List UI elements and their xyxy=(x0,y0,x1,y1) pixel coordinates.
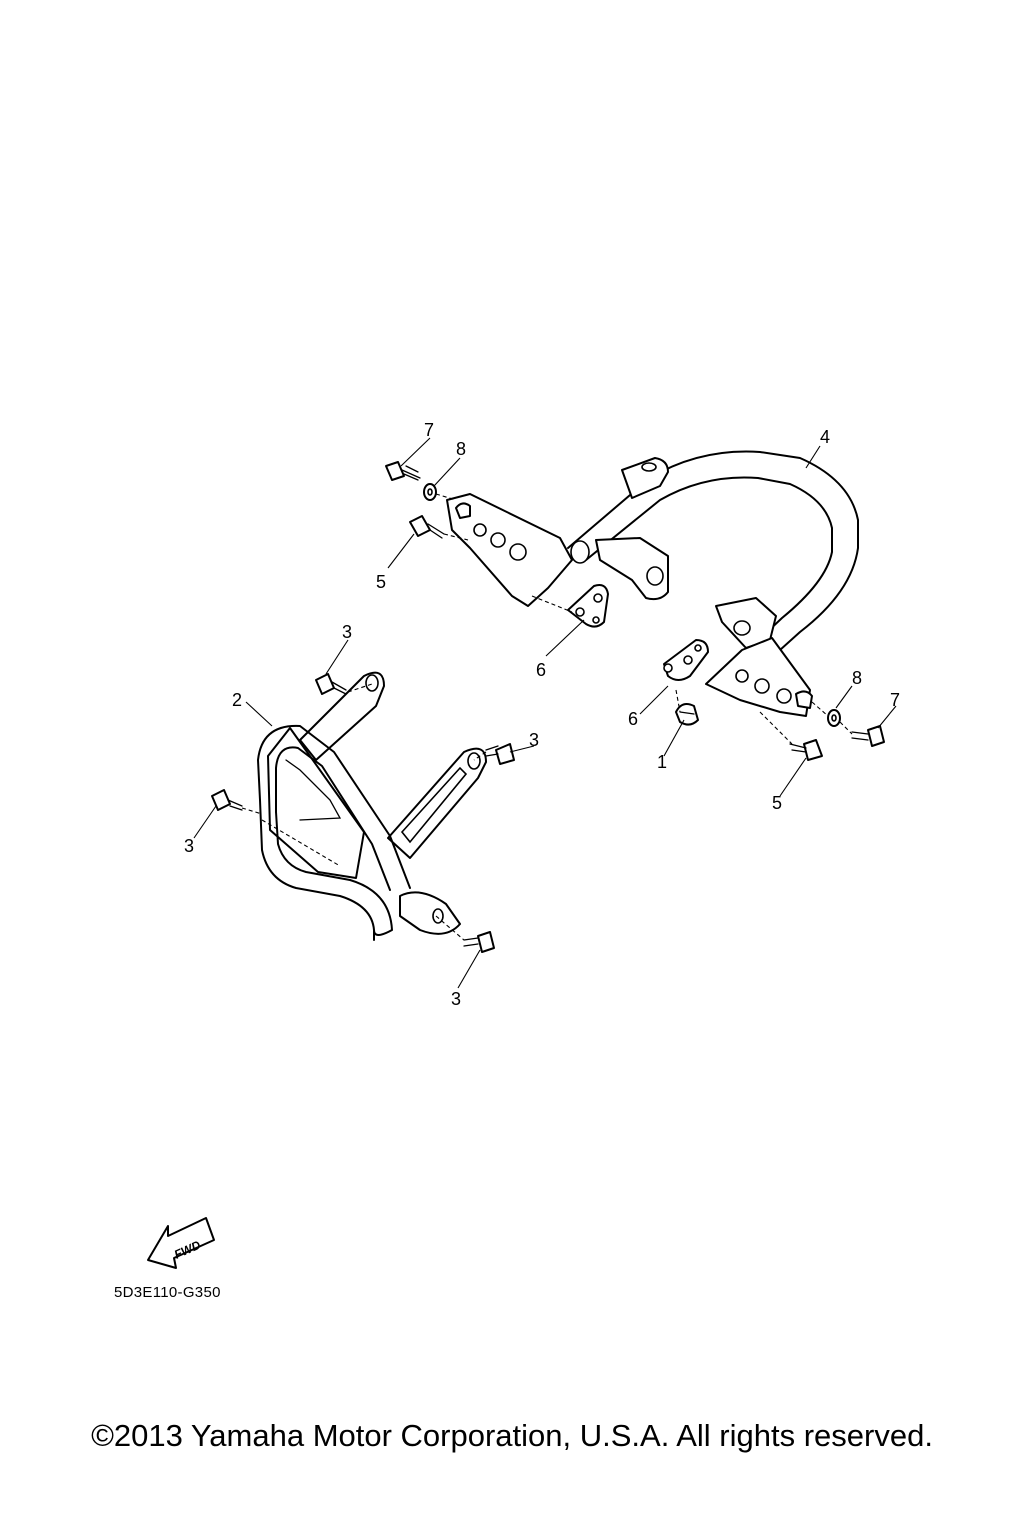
callout-labels: 7 8 5 4 6 3 2 3 3 3 6 1 5 8 7 xyxy=(184,420,900,1009)
bolt-part-3-a xyxy=(315,673,347,695)
front-guard-part-2 xyxy=(257,671,487,941)
leader-lines xyxy=(193,437,897,989)
bolt-part-5-lower xyxy=(789,739,823,761)
assembly-lines xyxy=(241,493,853,941)
callout-8-upper: 8 xyxy=(456,439,466,459)
callout-5-upper: 5 xyxy=(376,572,386,592)
callout-3-c: 3 xyxy=(184,836,194,856)
callout-3-b: 3 xyxy=(529,730,539,750)
copyright-notice: ©2013 Yamaha Motor Corporation, U.S.A. A… xyxy=(91,1418,933,1453)
collar-part-8-lower xyxy=(827,709,841,727)
bolt-part-3-d xyxy=(463,931,495,953)
left-mount-bracket xyxy=(446,493,573,607)
bolt-part-7-lower xyxy=(851,725,885,747)
clip-part-1 xyxy=(675,703,699,726)
callout-1: 1 xyxy=(657,752,667,772)
bolt-part-7-upper xyxy=(385,461,421,481)
callout-8-lower: 8 xyxy=(852,668,862,688)
callout-6-lower: 6 xyxy=(628,709,638,729)
callout-4: 4 xyxy=(820,427,830,447)
callout-5-lower: 5 xyxy=(772,793,782,813)
callout-7-lower: 7 xyxy=(890,690,900,710)
callout-6-upper: 6 xyxy=(536,660,546,680)
right-mount-bracket xyxy=(705,637,813,717)
callout-3-a: 3 xyxy=(342,622,352,642)
diagram-code: 5D3E110-G350 xyxy=(114,1284,221,1301)
callout-3-d: 3 xyxy=(451,989,461,1009)
collar-part-8-upper xyxy=(423,483,437,501)
callout-2: 2 xyxy=(232,690,242,710)
bolt-part-3-b xyxy=(485,743,515,765)
fwd-arrow-icon: FWD xyxy=(147,1217,215,1269)
plate-part-6-upper xyxy=(567,584,609,628)
bolt-part-5-upper xyxy=(409,515,445,539)
carrier-frame-part-4 xyxy=(567,450,859,669)
bolt-part-3-c xyxy=(211,789,243,811)
callout-7-upper: 7 xyxy=(424,420,434,440)
plate-part-6-lower xyxy=(663,639,709,681)
